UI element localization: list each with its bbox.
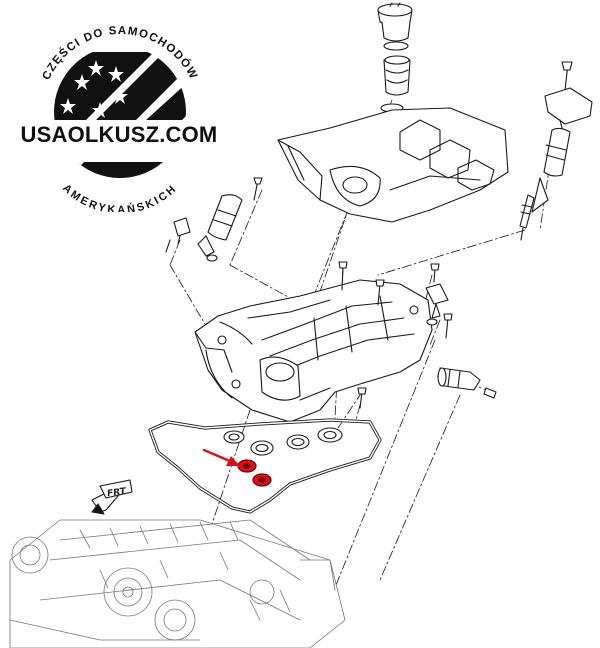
cam-sensor-left [197,177,263,262]
star-icon [60,98,76,114]
ignition-coil [531,61,593,213]
highlighted-seals [237,459,272,487]
star-icon [108,66,124,82]
cam-sensor-right [425,283,449,326]
sensor-bolt [165,217,191,253]
pointer-arrow [202,448,240,466]
front-direction-icon [91,479,133,515]
tube-seals [223,427,343,456]
oil-filler-cap [377,2,413,51]
engine-block [9,519,346,648]
flag-emblem [54,52,186,178]
spark-plug [519,194,535,241]
logo-url-text: USAOLKUSZ.COM [20,122,218,147]
intake-cover [277,107,509,223]
star-icon [74,74,90,90]
brand-logo: CZĘŚCI DO SAMOCHODÓW AMERYKAŃSKICH [40,25,198,212]
highlighted-seal-1-center [243,463,251,469]
star-icon [92,102,108,118]
flag-stars [60,60,128,118]
arrow-shaft [202,448,234,464]
valve-cover [194,279,433,423]
cover-bolts [338,261,453,409]
star-icon [112,88,128,104]
arrow-head [226,456,240,466]
filler-neck [380,55,411,113]
star-icon [88,60,104,76]
oil-control-solenoid [437,367,497,399]
highlighted-seal-2-center [258,477,266,483]
